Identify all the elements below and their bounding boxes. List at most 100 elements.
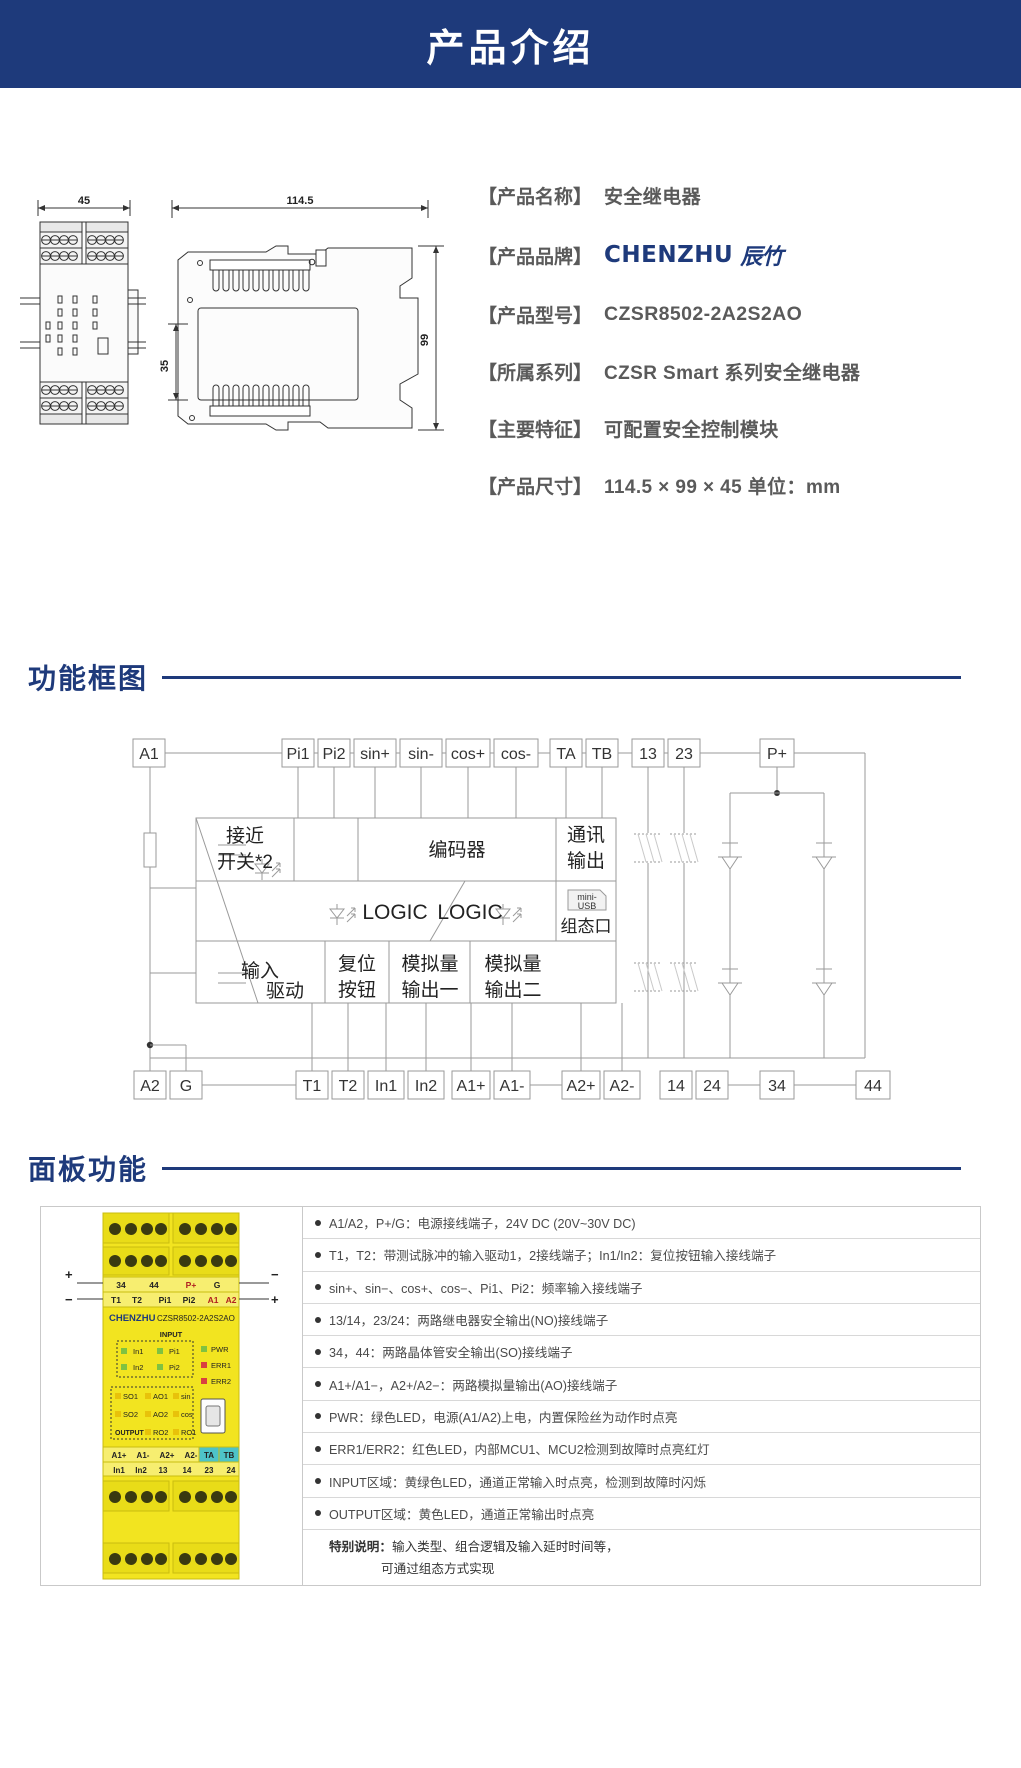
- terminal-label: In1: [375, 1078, 397, 1095]
- product-spec-list: 【产品名称】 安全继电器 【产品品牌】 CHENZHU 辰竹 【产品型号】 CZ…: [460, 178, 991, 529]
- spec-row-brand: 【产品品牌】 CHENZHU 辰竹: [478, 239, 991, 271]
- terminal-T2[interactable]: [331, 1070, 365, 1100]
- list-item: PWR：绿色LED，电源(A1/A2)上电，内置保险丝为动作时点亮: [303, 1401, 980, 1434]
- block-label-comm-l2: 输出: [567, 850, 605, 872]
- section-title-block-diagram: 功能框图: [28, 663, 149, 694]
- terminal-A2-minus[interactable]: [603, 1070, 641, 1100]
- section-rule: [162, 675, 961, 679]
- terminal-24[interactable]: [695, 1070, 729, 1100]
- terminal-A2-plus[interactable]: [561, 1070, 601, 1100]
- spec-row-name: 【产品名称】 安全继电器: [478, 182, 991, 209]
- usb-label-l2: USB: [578, 901, 597, 911]
- bullet-dot-icon: [315, 1445, 321, 1452]
- terminal-A1[interactable]: [132, 738, 166, 768]
- device-label-23: 23: [205, 1466, 214, 1475]
- spec-label: 【主要特征】: [478, 420, 593, 441]
- spec-row-series: 【所属系列】 CZSR Smart 系列安全继电器: [478, 358, 991, 385]
- terminal-44[interactable]: [855, 1070, 891, 1100]
- terminal-P-plus[interactable]: [759, 738, 795, 768]
- terminal-label: Pi2: [322, 746, 345, 763]
- device-led-err2-label: ERR2: [211, 1377, 231, 1386]
- terminal-In1[interactable]: [367, 1070, 405, 1100]
- spec-label: 【产品名称】: [478, 187, 593, 208]
- terminal-23[interactable]: [667, 738, 701, 768]
- device-label-T1: T1: [111, 1295, 121, 1305]
- block-label-input-drive-l1: 输入: [241, 960, 279, 982]
- bullet-dot-icon: [315, 1348, 321, 1355]
- led-out-1: [115, 1393, 121, 1399]
- list-item: A1/A2，P+/G：电源接线端子，24V DC (20V~30V DC): [303, 1207, 980, 1240]
- bullet-dot-icon: [315, 1219, 321, 1226]
- spec-label: 【产品型号】: [478, 306, 593, 327]
- led-err2: [201, 1378, 207, 1384]
- terminal-Pi1[interactable]: [281, 738, 315, 768]
- spec-row-feature: 【主要特征】 可配置安全控制模块: [478, 415, 991, 442]
- list-item: A1+/A1−，A2+/A2−：两路模拟量输出(AO)接线端子: [303, 1368, 980, 1401]
- terminal-14[interactable]: [659, 1070, 693, 1100]
- block-label-reset-l1: 复位: [338, 953, 376, 975]
- function-block-diagram: A1 Pi1 Pi2 sin+ sin- cos+ cos- TA TB 13 …: [0, 697, 1021, 1138]
- bullet-dot-icon: [315, 1316, 321, 1323]
- bullet-dot-icon: [315, 1284, 321, 1291]
- page-title: 产品介绍: [426, 27, 595, 70]
- terminal-label: 13: [639, 746, 657, 763]
- device-out-ao2: AO2: [153, 1410, 168, 1419]
- lead-minus-right: −: [271, 1267, 279, 1282]
- panel-function-list: A1/A2，P+/G：电源接线端子，24V DC (20V~30V DC) T1…: [303, 1207, 980, 1585]
- terminal-TB[interactable]: [585, 738, 619, 768]
- product-technical-drawing: 45 114.5 35 99: [20, 178, 450, 448]
- spec-value-size: 114.5 × 99 × 45 单位：mm: [604, 477, 841, 498]
- drawing-svg: 45 114.5 35 99: [20, 195, 444, 431]
- device-label-24: 24: [227, 1466, 236, 1475]
- terminal-A2[interactable]: [133, 1070, 167, 1100]
- device-label-A1plus: A1+: [112, 1451, 127, 1460]
- device-label-A2: A2: [226, 1295, 237, 1305]
- terminal-label: 44: [864, 1078, 882, 1095]
- spec-value-series: CZSR Smart 系列安全继电器: [604, 363, 861, 384]
- terminal-label: sin-: [408, 746, 434, 763]
- device-input-in1: In1: [133, 1347, 143, 1356]
- device-label-Pi2: Pi2: [183, 1295, 196, 1305]
- device-label-13: 13: [159, 1466, 168, 1475]
- device-label-A2minus: A2-: [185, 1451, 198, 1460]
- terminal-T1[interactable]: [295, 1070, 329, 1100]
- block-label-logic-left: LOGIC: [362, 901, 427, 924]
- terminal-label: A1+: [457, 1078, 486, 1095]
- product-overview-section: 45 114.5 35 99 【产品名称】 安全继电器 【产品品牌】 CHENZ…: [0, 88, 1021, 529]
- lead-plus-left: +: [65, 1267, 73, 1282]
- brand-logo-cn: 辰竹: [740, 244, 783, 269]
- terminal-13[interactable]: [631, 738, 665, 768]
- section-header-panel-function: 面板功能: [0, 1148, 1021, 1188]
- usb-label-l1: mini-: [577, 892, 597, 902]
- terminal-sin-plus[interactable]: [353, 738, 397, 768]
- device-label-TA: TA: [204, 1451, 214, 1460]
- block-label-ao1-l1: 模拟量: [401, 953, 458, 975]
- block-label-ao2-l2: 输出二: [484, 979, 541, 1001]
- terminal-label: 23: [675, 746, 693, 763]
- dim-label-depth: 114.5: [287, 195, 314, 207]
- spec-value-feature: 可配置安全控制模块: [604, 420, 779, 441]
- bullet-dot-icon: [315, 1478, 321, 1485]
- bullet-dot-icon: [315, 1413, 321, 1420]
- terminal-label: sin+: [360, 746, 390, 763]
- device-label-34: 34: [116, 1280, 126, 1290]
- section-rule: [162, 1166, 961, 1170]
- device-out-ao1: AO1: [153, 1392, 168, 1401]
- bullet-text: PWR：绿色LED，电源(A1/A2)上电，内置保险丝为动作时点亮: [329, 1410, 678, 1425]
- block-label-reset-l2: 按钮: [338, 979, 376, 1001]
- list-item: T1，T2：带测试脉冲的输入驱动1，2接线端子；In1/In2：复位按钮输入接线…: [303, 1239, 980, 1272]
- terminal-label: G: [180, 1078, 192, 1095]
- terminal-label: TA: [556, 746, 576, 763]
- dim-label-width: 45: [78, 195, 90, 207]
- terminal-cos-plus[interactable]: [445, 738, 491, 768]
- terminal-TA[interactable]: [549, 738, 583, 768]
- spec-value-model: CZSR8502-2A2S2AO: [604, 303, 803, 325]
- led-out-6: [173, 1411, 179, 1417]
- device-input-pi1: Pi1: [169, 1347, 180, 1356]
- terminal-A1-plus[interactable]: [451, 1070, 491, 1100]
- brand-logo: CHENZHU 辰竹: [604, 239, 783, 271]
- terminal-label: TB: [592, 746, 612, 763]
- terminal-Pi2[interactable]: [317, 738, 351, 768]
- led-out-7: [145, 1429, 151, 1435]
- device-out-sin: sin: [181, 1392, 191, 1401]
